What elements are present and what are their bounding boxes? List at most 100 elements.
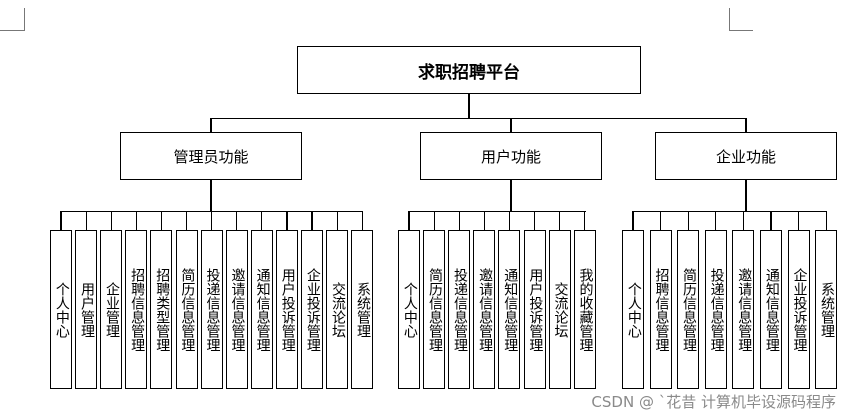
leaf-label: 交流论坛: [552, 281, 569, 338]
leaf-label: 邀请信息管理: [477, 267, 494, 352]
connector-group-drop: [510, 118, 512, 132]
leaf-label: 个人中心: [53, 281, 70, 338]
connector-group-drop: [210, 118, 212, 132]
leaf-node: 简历信息管理: [175, 230, 198, 389]
connector-leaf-drop: [185, 211, 188, 230]
connector-leaf-drop: [825, 211, 827, 230]
connector-leaf-bus: [409, 211, 586, 213]
leaf-label: 招聘信息管理: [129, 267, 146, 352]
leaf-node: 招聘类型管理: [150, 230, 173, 389]
leaf-label: 简历信息管理: [681, 267, 698, 352]
group-node: 用户功能: [420, 132, 602, 180]
leaf-node: 邀请信息管理: [732, 230, 755, 389]
leaf-node: 企业投诉管理: [787, 230, 810, 389]
connector-leaf-drop: [408, 211, 410, 230]
connector-leaf-drop: [584, 211, 586, 230]
leaf-label: 企业管理: [104, 281, 121, 338]
leaf-label: 个人中心: [625, 281, 642, 338]
leaf-node: 企业投诉管理: [301, 230, 323, 389]
leaf-label: 招聘信息管理: [653, 267, 670, 352]
connector-leaf-drop: [336, 211, 338, 230]
leaf-label: 通知信息管理: [502, 267, 519, 352]
group-node: 企业功能: [655, 132, 837, 180]
leaf-node: 邀请信息管理: [473, 230, 496, 389]
leaf-node: 系统管理: [351, 230, 374, 389]
connector-leaf-drop: [433, 211, 435, 230]
connector-leaf-drop: [798, 211, 800, 230]
connector-leaf-drop: [660, 211, 662, 230]
leaf-label: 投递信息管理: [204, 267, 221, 352]
leaf-node: 个人中心: [50, 230, 72, 389]
connector-leaf-drop: [483, 211, 485, 230]
leaf-node: 简历信息管理: [677, 230, 700, 389]
leaf-node: 个人中心: [622, 230, 644, 389]
page-corner-mark: [0, 30, 24, 31]
connector-leaf-drop: [311, 211, 313, 230]
group-label: 企业功能: [715, 147, 776, 166]
connector-leaf-drop: [687, 211, 689, 230]
page-corner-mark: [24, 8, 25, 31]
connector-leaf-drop: [742, 211, 745, 230]
connector-leaf-bus: [633, 211, 828, 213]
connector-leaf-drop: [135, 211, 137, 230]
page-corner-mark: [729, 30, 753, 31]
leaf-label: 招聘类型管理: [154, 267, 171, 352]
leaf-node: 投递信息管理: [704, 230, 727, 389]
leaf-node: 用户管理: [75, 230, 98, 389]
leaf-label: 用户管理: [78, 281, 95, 338]
connector-leaf-drop: [361, 211, 363, 230]
connector-group-stem: [745, 180, 747, 211]
leaf-node: 通知信息管理: [498, 230, 521, 389]
leaf-label: 交流论坛: [329, 281, 346, 338]
connector-leaf-drop: [211, 211, 213, 230]
leaf-label: 企业投诉管理: [304, 267, 321, 352]
leaf-label: 我的收藏管理: [577, 267, 594, 352]
leaf-node: 招聘信息管理: [649, 230, 672, 389]
connector-leaf-drop: [458, 211, 460, 230]
leaf-label: 投递信息管理: [452, 267, 469, 352]
leaf-label: 通知信息管理: [763, 267, 780, 352]
root-label: 求职招聘平台: [418, 62, 520, 83]
connector-leaf-drop: [508, 211, 511, 230]
group-label: 用户功能: [480, 147, 541, 166]
connector-group-stem: [510, 180, 512, 211]
leaf-label: 投递信息管理: [708, 267, 725, 352]
leaf-label: 用户投诉管理: [527, 267, 544, 352]
leaf-label: 通知信息管理: [254, 267, 271, 352]
leaf-label: 简历信息管理: [426, 267, 443, 352]
connector-group-drop: [745, 118, 747, 132]
leaf-node: 通知信息管理: [760, 230, 782, 389]
leaf-node: 交流论坛: [548, 230, 571, 389]
connector-leaf-drop: [770, 211, 772, 230]
leaf-label: 企业投诉管理: [791, 267, 808, 352]
connector-leaf-drop: [715, 211, 717, 230]
leaf-label: 个人中心: [401, 281, 418, 338]
leaf-node: 用户投诉管理: [275, 230, 298, 389]
connector-root-bus: [211, 118, 747, 120]
connector-leaf-drop: [85, 211, 87, 230]
leaf-node: 投递信息管理: [448, 230, 471, 389]
leaf-node: 系统管理: [815, 230, 838, 389]
leaf-label: 系统管理: [355, 281, 372, 338]
page-corner-mark: [729, 8, 730, 31]
leaf-node: 企业管理: [100, 230, 123, 389]
leaf-node: 邀请信息管理: [225, 230, 248, 389]
leaf-node: 交流论坛: [326, 230, 349, 389]
leaf-label: 系统管理: [819, 281, 836, 338]
leaf-label: 用户投诉管理: [279, 267, 296, 352]
leaf-label: 邀请信息管理: [736, 267, 753, 352]
connector-leaf-drop: [110, 211, 112, 230]
watermark: CSDN @ `花昔 计算机毕设源码程序: [591, 393, 836, 411]
connector-leaf-drop: [632, 211, 634, 230]
group-label: 管理员功能: [173, 147, 249, 166]
connector-leaf-drop: [160, 211, 163, 230]
leaf-node: 个人中心: [398, 230, 420, 389]
root-node: 求职招聘平台: [297, 46, 641, 94]
leaf-node: 通知信息管理: [250, 230, 273, 389]
group-node: 管理员功能: [120, 132, 302, 180]
connector-leaf-drop: [236, 211, 238, 230]
leaf-node: 我的收藏管理: [573, 230, 596, 389]
leaf-node: 招聘信息管理: [125, 230, 148, 389]
connector-leaf-drop: [559, 211, 561, 230]
